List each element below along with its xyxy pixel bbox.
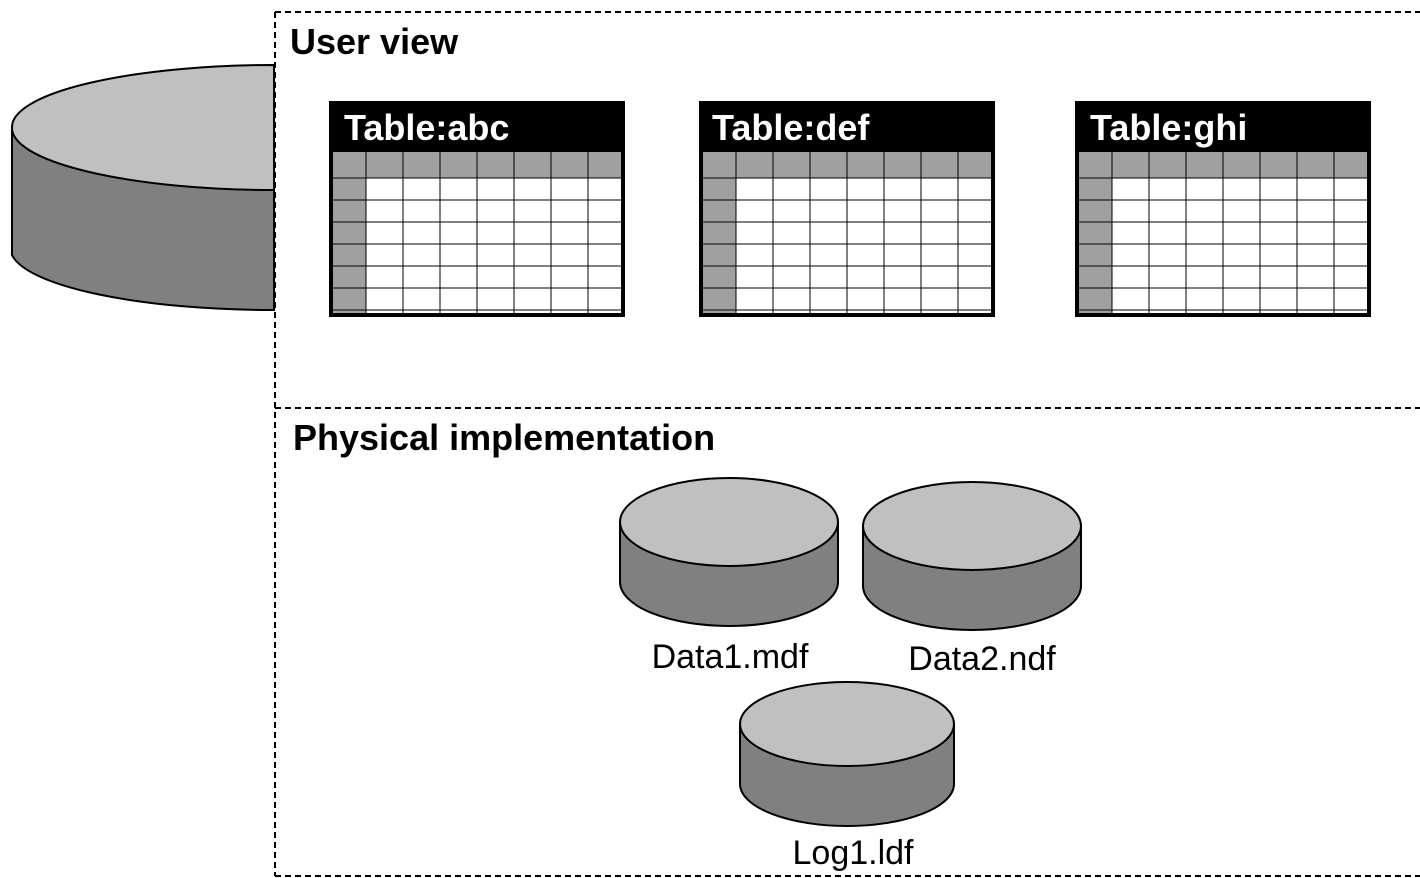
table-grid: [700, 152, 994, 315]
table-header-bar: [330, 102, 624, 152]
table-title: Table:abc: [344, 107, 509, 148]
data1-mdf-label: Data1.mdf: [652, 638, 809, 676]
table-title: Table:ghi: [1090, 107, 1247, 148]
table-grid: [330, 152, 624, 315]
table-abc: Table:abc: [329, 101, 625, 317]
table-header-bar: [1076, 102, 1370, 152]
dashed-frame: [274, 11, 1420, 877]
table-ghi: Table:ghi: [1075, 101, 1371, 317]
physical-implementation-heading: Physical implementation: [293, 417, 715, 458]
table-def: Table:def: [699, 101, 995, 317]
table-grid: [1076, 152, 1370, 315]
table-header-bar: [700, 102, 994, 152]
data2-ndf-cylinder-icon: [862, 481, 1082, 631]
database-cylinder-icon: [10, 63, 275, 312]
table-title: Table:def: [712, 107, 870, 148]
user-view-heading: User view: [290, 21, 459, 62]
log1-ldf-label: Log1.ldf: [793, 834, 915, 872]
data2-ndf-label: Data2.ndf: [908, 640, 1056, 678]
log1-ldf-cylinder-icon: [739, 681, 955, 827]
data1-mdf-cylinder-icon: [619, 477, 839, 627]
